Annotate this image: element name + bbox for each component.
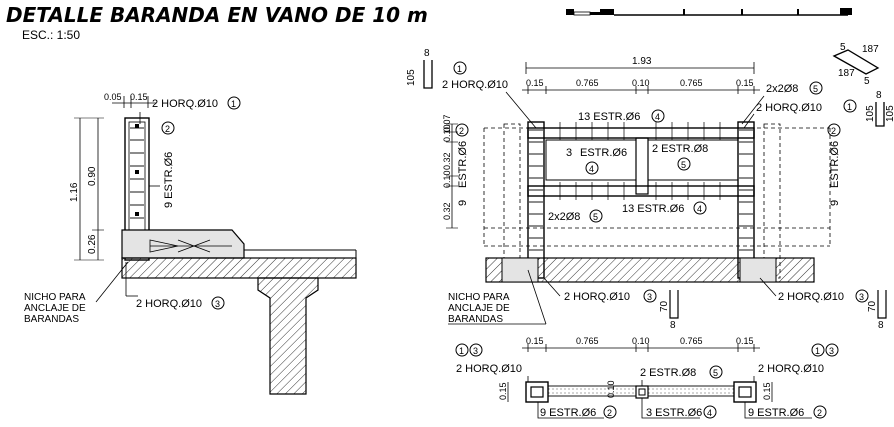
bottom-rebar-mark: 3 (215, 299, 220, 309)
plan-dim-left: 0.15 (498, 382, 508, 400)
elev-right-rebar: 2 HORQ.Ø10 (756, 102, 822, 114)
plan-sp-e: 0.15 (736, 336, 754, 346)
elev-vdim-c: 0.32 (442, 152, 452, 170)
plan-right-rebar: 2 HORQ.Ø10 (758, 363, 824, 375)
elev-bottom-left-mark: 3 (647, 292, 652, 302)
elev-mid-left-count: 3 (566, 147, 572, 159)
scale-label: ESC.: 1:50 (22, 28, 81, 42)
plan-mid-rebar: 2 ESTR.Ø8 (640, 367, 696, 379)
plan-bot-mid: 3 ESTR.Ø6 (646, 407, 702, 419)
elev-niche-1: NICHO PARA (448, 292, 510, 303)
plan-mid-rebar-mark: 5 (713, 368, 718, 378)
elev-hook-b-right: 8 (878, 320, 884, 331)
plan-left-rebar: 2 HORQ.Ø10 (456, 363, 522, 375)
elev-hook-a-right: 70 (867, 300, 878, 312)
elev-niche-2: ANCLAJE DE (448, 303, 510, 314)
elev-sp-e: 0.15 (736, 78, 754, 88)
elev-vstirrup-right-mark: 2 (831, 126, 836, 136)
plan-dim-mid: 0.10 (606, 380, 616, 398)
elev-top-stirrups: 13 ESTR.Ø6 (578, 111, 640, 123)
plan-mark-left-b: 3 (473, 346, 478, 356)
bar-shape-right-w: 8 (876, 90, 882, 101)
plan-sp-c: 0.10 (632, 336, 650, 346)
bar-shapes: 105 8 5 187 187 5 105 105 8 (406, 42, 894, 127)
drawing-title: DETALLE BARANDA EN VANO DE 10 m (6, 3, 428, 27)
cover-dim-b: 0.15 (130, 92, 148, 102)
bar-shape-left-w: 8 (424, 48, 430, 59)
plan-bot-right: 9 ESTR.Ø6 (748, 407, 804, 419)
elev-right-rebar-mark: 1 (847, 102, 852, 112)
plan-sp-a: 0.15 (526, 336, 544, 346)
bar-shape-diag-b: 187 (862, 44, 879, 55)
plan-mark-right-b: 3 (829, 346, 834, 356)
elev-mid-left-mark: 4 (589, 164, 594, 174)
elev-top-right-bars: 2x2Ø8 (766, 83, 798, 95)
dim-upper: 0.90 (87, 166, 98, 186)
plan-mark-right-a: 1 (815, 346, 820, 356)
elev-vstirrup-left: ESTR.Ø6 (457, 141, 469, 188)
elev-mark1: 1 (457, 64, 462, 74)
bar-shape-diag-a: 5 (840, 42, 846, 53)
plan-bot-left-mark: 2 (607, 408, 612, 418)
elev-top-right-bars-mark: 5 (813, 84, 818, 94)
elev-vdim-d: 0.10 (442, 170, 452, 188)
elev-bottom-right-rebar: 2 HORQ.Ø10 (778, 291, 844, 303)
elev-sp-a: 0.15 (526, 78, 544, 88)
elev-mid-right-mark: 5 (681, 160, 686, 170)
elev-top-stirrups-mark: 4 (655, 112, 660, 122)
bar-shape-right-h2: 105 (885, 105, 894, 122)
bar-shape-left-h: 105 (406, 69, 417, 86)
elev-sp-d: 0.765 (680, 78, 703, 88)
elev-hook-b-left: 8 (670, 320, 676, 331)
bar-shape-diag-c: 187 (838, 68, 855, 79)
elev-vdim-a: 0.07 (442, 114, 452, 132)
stirrup-mark: 2 (165, 124, 170, 134)
elev-low-left-bars: 2x2Ø8 (548, 211, 580, 223)
niche-label-2: ANCLAJE DE (24, 303, 86, 314)
dim-total: 1.16 (69, 182, 80, 202)
bar-shape-right-h1: 105 (865, 105, 876, 122)
cover-dim-a: 0.05 (104, 92, 122, 102)
niche-label-3: BARANDAS (24, 314, 79, 325)
elev-vdim-e: 0.32 (442, 202, 452, 220)
elev-sp-b: 0.765 (576, 78, 599, 88)
plan-view: 1 3 1 3 0.15 0.765 0.10 0.765 0.15 2 HOR… (455, 336, 839, 419)
elev-bottom-left-rebar: 2 HORQ.Ø10 (564, 291, 630, 303)
bar-shape-diag-d: 5 (864, 76, 870, 87)
elev-bottom-stirrups-mark: 4 (697, 204, 702, 214)
top-rebar-mark: 1 (231, 99, 236, 109)
left-section: 0.05 0.15 2 HORQ.Ø10 1 2 (24, 92, 357, 395)
elev-vdim-b: 0.10 (442, 124, 452, 142)
elev-sp-c: 0.10 (632, 78, 650, 88)
stirrup-label: 9 ESTR.Ø6 (163, 152, 175, 208)
top-rebar-label: 2 HORQ.Ø10 (152, 98, 218, 110)
plan-sp-b: 0.765 (576, 336, 599, 346)
plan-bot-left: 9 ESTR.Ø6 (540, 407, 596, 419)
elevation-view: 1.93 1 2 HORQ.Ø10 0.15 0.765 0.10 0.765 … (442, 56, 887, 331)
elev-low-left-bars-mark: 5 (593, 212, 598, 222)
elev-vstirrup-left-count: 9 (457, 200, 469, 206)
overall-width: 1.93 (632, 56, 652, 67)
plan-bot-right-mark: 2 (817, 408, 822, 418)
elev-mid-left-label: ESTR.Ø6 (580, 147, 627, 159)
plan-dim-right: 0.15 (762, 382, 772, 400)
elev-top-left-rebar: 2 HORQ.Ø10 (442, 79, 508, 91)
elev-vstirrup-right-count: 9 (829, 200, 841, 206)
dim-lower: 0.26 (87, 234, 98, 254)
elev-hook-a-left: 70 (659, 300, 670, 312)
elev-bottom-right-mark: 3 (859, 292, 864, 302)
elev-mid-right-bars: 2 ESTR.Ø8 (652, 143, 708, 155)
plan-bot-mid-mark: 4 (707, 408, 712, 418)
plan-mark-left-a: 1 (459, 346, 464, 356)
niche-label-1: NICHO PARA (24, 292, 86, 303)
elev-vstirrup-right: ESTR.Ø6 (829, 141, 841, 188)
elev-niche-3: BARANDAS (448, 314, 503, 325)
elev-bottom-stirrups: 13 ESTR.Ø6 (622, 203, 684, 215)
bottom-rebar-label: 2 HORQ.Ø10 (136, 298, 202, 310)
elev-vstirrup-left-mark: 2 (459, 126, 464, 136)
graphic-scale-bar (566, 8, 852, 16)
plan-sp-d: 0.765 (680, 336, 703, 346)
